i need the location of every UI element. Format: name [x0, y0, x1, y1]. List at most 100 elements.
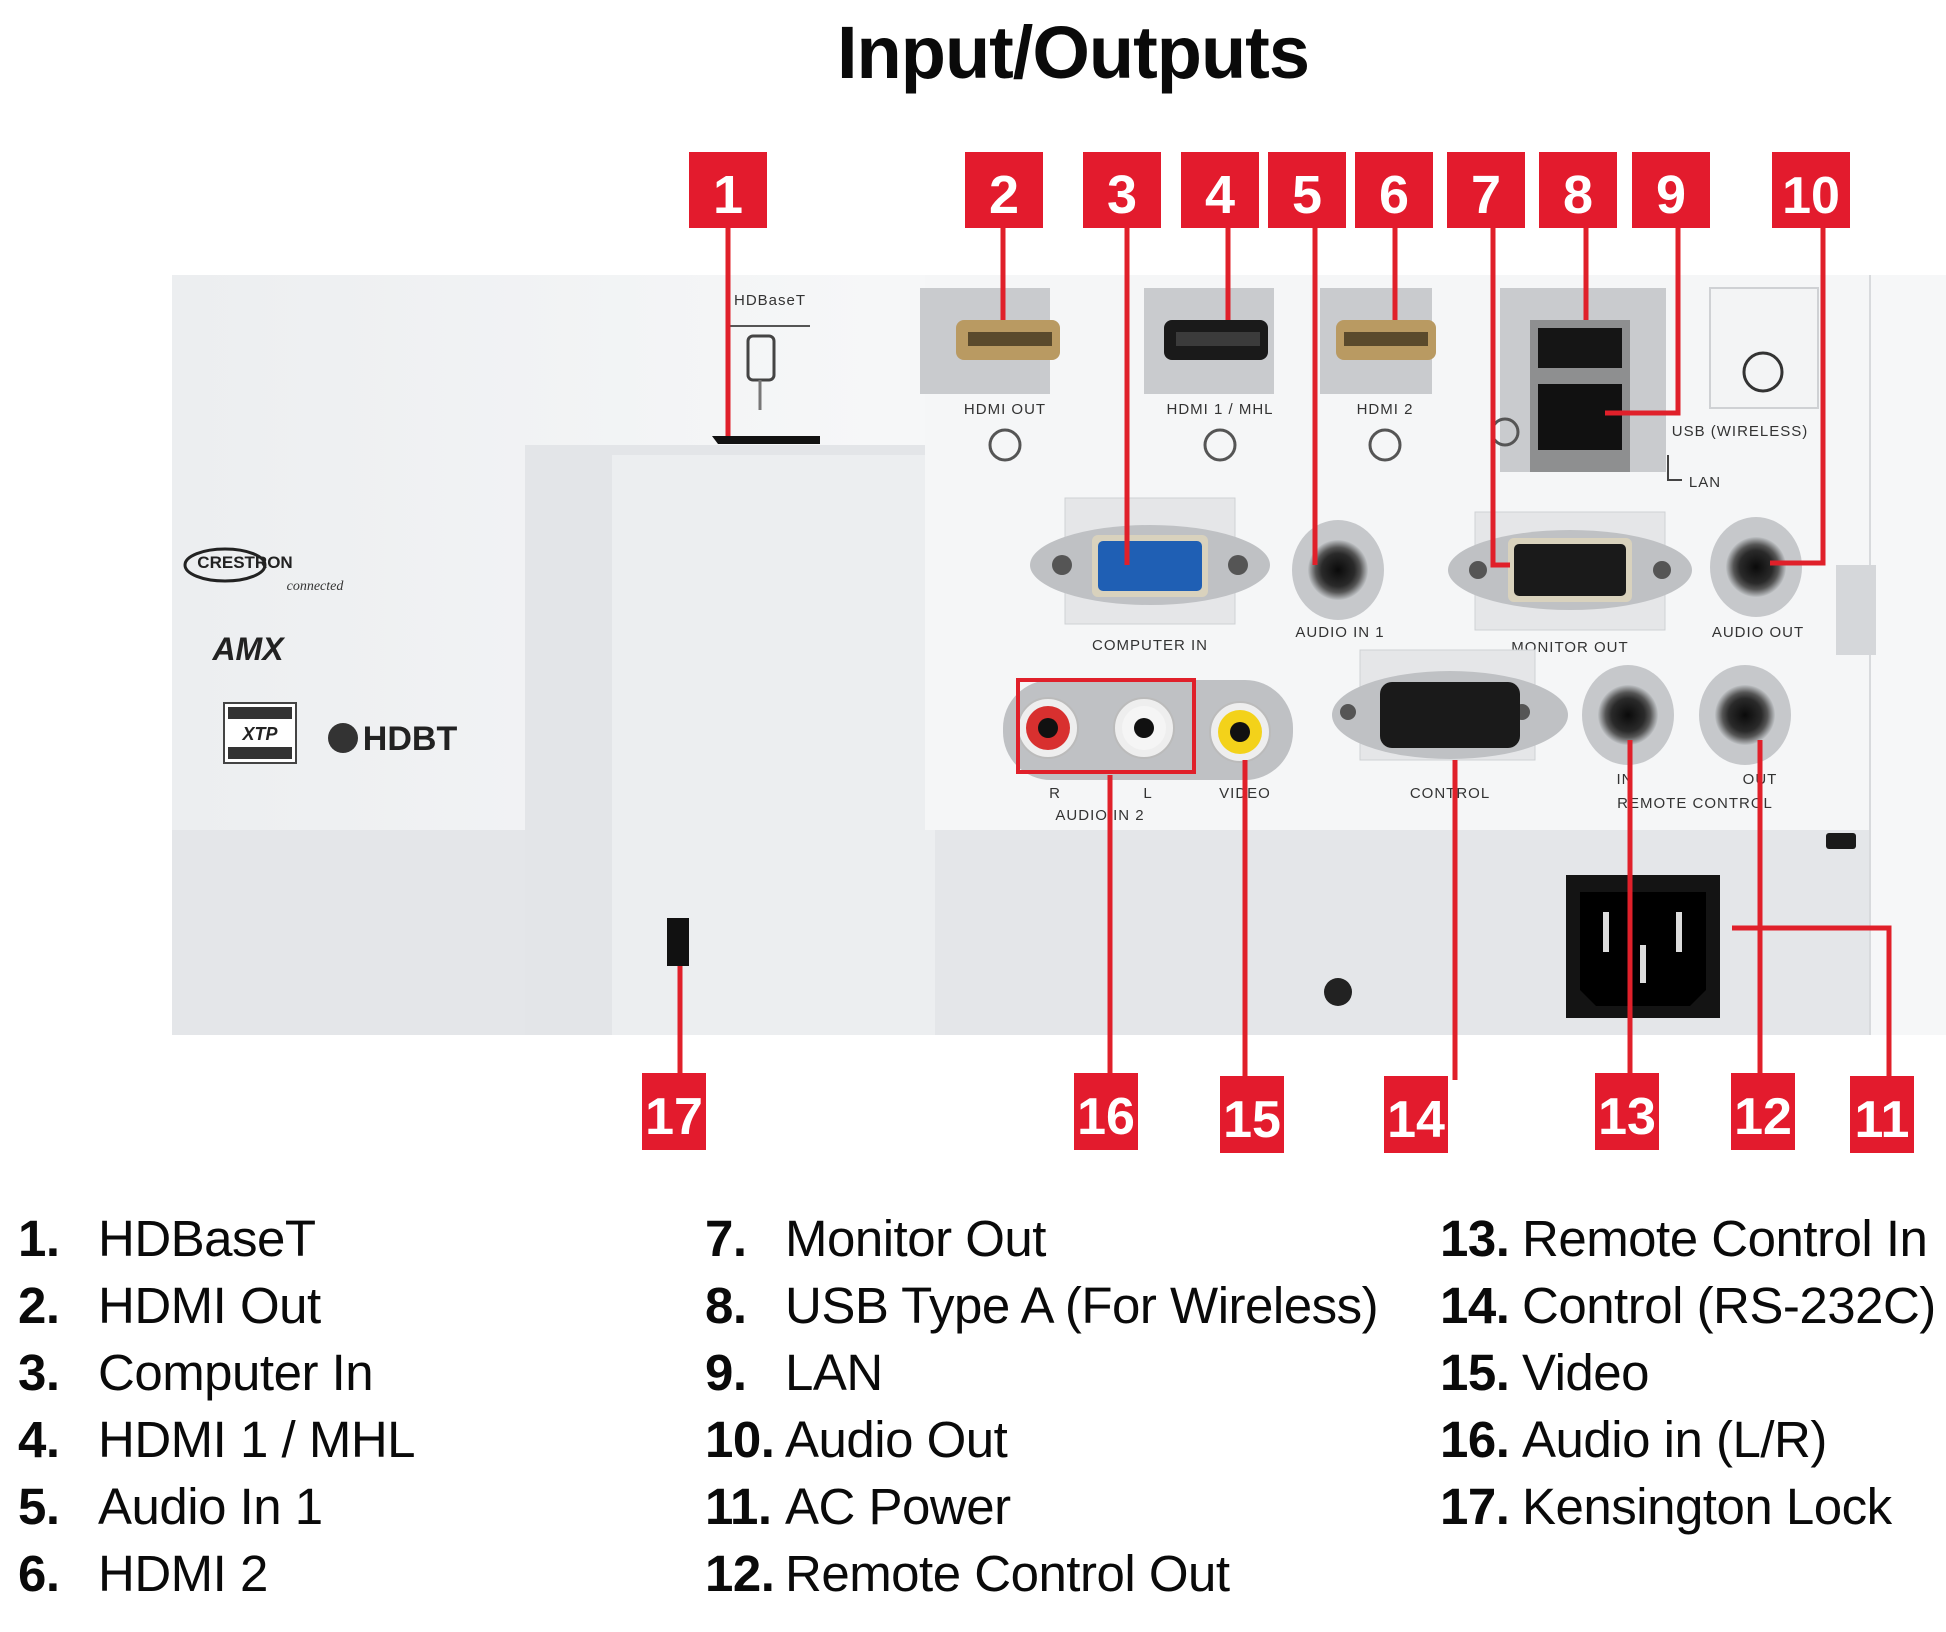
leader-9	[1605, 225, 1681, 416]
leader-7	[1490, 225, 1510, 568]
legend-item: 3. Computer In	[18, 1339, 415, 1406]
legend-number: 3.	[18, 1344, 60, 1401]
legend-column-1: 1. HDBaseT 2.HDMI Out 3. Computer In 4. HDM…	[18, 1205, 416, 1607]
callout-14: 14	[1384, 1076, 1448, 1153]
legend-label: Audio In 1	[98, 1478, 323, 1535]
svg-text:10: 10	[1782, 167, 1840, 225]
legend-number: 1.	[18, 1210, 60, 1267]
computer-in-port: COMPUTER IN	[1030, 497, 1270, 654]
legend-label: Kensington Lock	[1522, 1478, 1892, 1535]
callout-8: 8	[1539, 152, 1617, 228]
callout-2: 2	[965, 152, 1043, 228]
svg-text:5: 5	[1292, 165, 1322, 225]
callout-15: 15	[1220, 1076, 1284, 1153]
svg-text:HDMI OUT: HDMI OUT	[964, 401, 1046, 418]
amx-logo: AMX	[211, 631, 285, 667]
callout-7: 7	[1447, 152, 1525, 228]
svg-text:HDBT: HDBT	[363, 720, 458, 758]
foot-screw	[1324, 978, 1352, 1006]
callout-5: 5	[1268, 152, 1346, 228]
svg-text:4: 4	[1205, 165, 1235, 225]
svg-text:AUDIO OUT: AUDIO OUT	[1712, 624, 1804, 641]
legend-number: 13.	[1440, 1210, 1510, 1267]
svg-text:2: 2	[989, 165, 1019, 225]
svg-text:16: 16	[1077, 1088, 1135, 1146]
svg-text:13: 13	[1598, 1088, 1656, 1146]
legend-column-2: 7.Monitor Out 8. USB Type A (For Wireless…	[705, 1205, 1379, 1607]
legend-item: 17.Kensington Lock	[1440, 1473, 1936, 1540]
legend-item: 5.Audio In 1	[18, 1473, 415, 1540]
leader-lines	[677, 225, 1892, 1080]
legend-item: 12.Remote Control Out	[705, 1540, 1378, 1607]
legend-label: HDMI 1 / MHL	[98, 1411, 416, 1468]
legend-item: 14.Control (RS-232C)	[1440, 1272, 1936, 1339]
legend-number: 2.	[18, 1277, 60, 1334]
legend-number: 12.	[705, 1545, 775, 1602]
callout-9: 9	[1632, 152, 1710, 228]
page-title: Input/Outputs	[837, 11, 1310, 94]
svg-text:8: 8	[1563, 165, 1593, 225]
legend-item: 4. HDMI 1 / MHL	[18, 1406, 416, 1473]
hdbaset-port: HDBaseT	[712, 292, 820, 444]
kensington-slot	[667, 918, 689, 966]
legend-number: 9.	[705, 1344, 747, 1401]
legend-item: 2.HDMI Out	[18, 1272, 415, 1339]
legend-number: 8.	[705, 1277, 747, 1334]
svg-text:connected: connected	[287, 579, 345, 594]
legend-number: 4.	[18, 1411, 60, 1468]
svg-text:USB (WIRELESS): USB (WIRELESS)	[1672, 423, 1809, 440]
legend-item: 7.Monitor Out	[705, 1205, 1378, 1272]
legend-label: Audio Out	[785, 1411, 1008, 1468]
svg-text:COMPUTER IN: COMPUTER IN	[1092, 637, 1208, 654]
control-rs232-port: CONTROL	[1332, 649, 1568, 802]
legend-item: 11.AC Power	[705, 1473, 1378, 1540]
svg-text:3: 3	[1107, 165, 1137, 225]
legend-label: Control (RS-232C)	[1522, 1277, 1936, 1334]
callout-16: 16	[1074, 1073, 1138, 1150]
legend-item: 13.Remote Control In	[1440, 1205, 1936, 1272]
leader-10	[1770, 225, 1826, 566]
legend-label: Remote Control In	[1522, 1210, 1928, 1267]
legend-number: 17.	[1440, 1478, 1510, 1535]
legend-number: 7.	[705, 1210, 747, 1267]
legend-label: Audio in (L/R)	[1522, 1411, 1827, 1468]
svg-text:6: 6	[1379, 165, 1409, 225]
remote-control-label: REMOTE CONTROL	[1617, 795, 1773, 812]
legend-column-3: 13.Remote Control In 14.Control (RS-232C…	[1440, 1205, 1936, 1540]
legend-label: Computer In	[98, 1344, 374, 1401]
legend-label: HDBaseT	[98, 1210, 316, 1267]
crestron-logo: CRESTRON connected	[183, 547, 345, 594]
svg-text:9: 9	[1656, 165, 1686, 225]
hdmi2-port: HDMI 2	[1320, 288, 1436, 462]
callout-boxes: 1 2 3 4 5 6 7 8 9 10 11 12 13 14 15 16 1…	[642, 152, 1914, 1153]
svg-text:HDMI 2: HDMI 2	[1357, 401, 1414, 418]
callout-12: 12	[1731, 1073, 1795, 1150]
callout-13: 13	[1595, 1073, 1659, 1150]
ac-power-inlet	[1566, 875, 1720, 1018]
legend-number: 15.	[1440, 1344, 1510, 1401]
svg-text:L: L	[1143, 785, 1152, 802]
callout-1: 1	[689, 152, 767, 228]
audio-out-jack: AUDIO OUT	[1710, 517, 1804, 641]
legend-label: HDMI 2	[98, 1545, 268, 1602]
audio-in2-video-block: R L AUDIO IN 2 VIDEO	[1003, 678, 1293, 824]
usb-lan-block: USB (WIRELESS) LAN	[1490, 287, 1819, 491]
legend-label: AC Power	[785, 1478, 1011, 1535]
projector-rear-panel-diagram: CRESTRON connected AMX XTP HDBT HDBaseT …	[172, 152, 1942, 1153]
callout-17: 17	[642, 1073, 706, 1150]
legend-number: 11.	[705, 1478, 772, 1535]
svg-text:AUDIO IN 2: AUDIO IN 2	[1055, 807, 1144, 824]
legend-number: 14.	[1440, 1277, 1510, 1334]
legend-item: 6.HDMI 2	[18, 1540, 415, 1607]
svg-text:HDMI 1 / MHL: HDMI 1 / MHL	[1166, 401, 1273, 418]
vent-notch	[1826, 833, 1856, 849]
legend-label: USB Type A (For Wireless)	[785, 1277, 1379, 1334]
svg-text:14: 14	[1387, 1091, 1445, 1149]
svg-text:XTP: XTP	[241, 724, 278, 744]
legend-label: LAN	[785, 1344, 883, 1401]
callout-11: 11	[1850, 1076, 1914, 1153]
legend-item: 15.Video	[1440, 1339, 1936, 1406]
legend-label: Remote Control Out	[785, 1545, 1230, 1602]
svg-text:MONITOR OUT: MONITOR OUT	[1511, 639, 1628, 656]
legend-item: 9. LAN	[705, 1339, 1378, 1406]
